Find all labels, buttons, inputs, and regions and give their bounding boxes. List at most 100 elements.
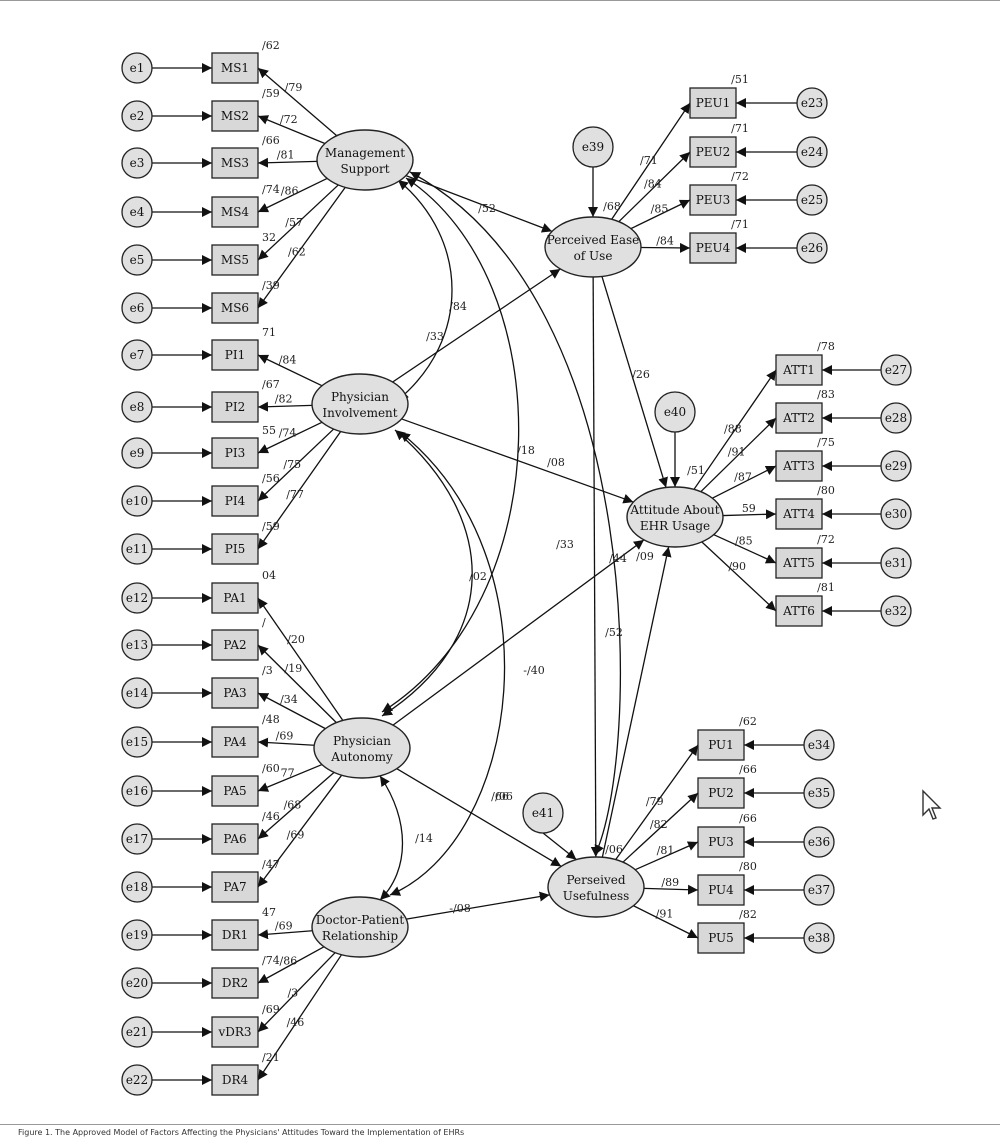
indicator-box-PA3: [211, 677, 259, 709]
loading-label-PI1: /84: [279, 353, 297, 366]
loading-arrow-ATT4: [722, 509, 777, 520]
r2-label-PEU2: /71: [731, 122, 749, 135]
indicator-label-ATT1: ATT1: [782, 363, 815, 377]
error-term-e19: [121, 919, 153, 951]
error-term-e13: [121, 629, 153, 661]
loading-arrow-MS6: [257, 186, 346, 309]
indicator-box-PEU3: [689, 184, 737, 216]
cov-pa-dr-label: /14: [415, 832, 433, 845]
error-label-e21: e21: [126, 1025, 148, 1039]
cov-pi-dr-label: -/40: [523, 664, 544, 677]
r2-label-PU1: /62: [739, 715, 757, 728]
error-term-e23: [796, 87, 828, 119]
loading-label-PI3: /74: [279, 427, 297, 440]
loading-arrow-PA1: [257, 597, 344, 721]
error-label-e26: e26: [801, 241, 823, 255]
loading-arrow-PEU2: [618, 151, 691, 223]
path-pi-peu-label: /33: [426, 330, 444, 343]
loading-label-PU4: /89: [661, 876, 679, 889]
path-peu-pu-label: /52: [605, 626, 623, 639]
indicator-box-PU3: [697, 826, 745, 858]
path-pi-peu: [392, 268, 561, 383]
latent-label-PU-line1: Perseived: [566, 873, 625, 887]
caption-rule: [0, 1124, 1000, 1125]
latent-label-ATT-line1: Attitude About: [629, 503, 719, 517]
loading-arrow-vDR3: [257, 952, 336, 1033]
indicator-label-PA4: PA4: [223, 735, 247, 749]
indicator-label-ATT4: ATT4: [782, 507, 815, 521]
indicator-label-DR1: DR1: [222, 928, 248, 942]
loading-label-ATT2: /91: [728, 446, 746, 459]
error-term-e5: [121, 244, 153, 276]
latent-MS: [316, 129, 414, 191]
indicator-box-PI1: [211, 339, 259, 371]
error-label-e20: e20: [126, 976, 148, 990]
r2-label-MS4: /74: [262, 183, 280, 196]
indicator-label-PA6: PA6: [223, 832, 246, 846]
disturbance-arrow-e41: [542, 832, 577, 861]
path-pa-pu-label: /06: [495, 790, 513, 803]
error-term-e20: [121, 967, 153, 999]
error-label-e30: e30: [885, 507, 907, 521]
latent-DR: [311, 896, 409, 958]
indicator-box-PI4: [211, 485, 259, 517]
indicator-box-PA5: [211, 775, 259, 807]
indicator-label-PI2: PI2: [225, 400, 245, 414]
r2-label-MS2: /59: [262, 87, 280, 100]
error-term-e37: [803, 874, 835, 906]
indicator-label-PI4: PI4: [225, 494, 246, 508]
loading-label-PA4: /69: [276, 729, 294, 742]
r2-label-MS5: 32: [262, 231, 276, 244]
r2-label-PEU1: /51: [731, 73, 749, 86]
error-term-e36: [803, 826, 835, 858]
indicator-label-PU2: PU2: [708, 786, 734, 800]
indicator-label-PI5: PI5: [225, 542, 245, 556]
path-pu-att: [601, 546, 672, 858]
error-label-e6: e6: [130, 301, 145, 315]
indicator-label-MS5: MS5: [221, 253, 249, 267]
loading-label-ATT3: /87: [734, 471, 752, 484]
error-term-e4: [121, 196, 153, 228]
disturbance-e40: [654, 391, 696, 433]
cov-pi-pa-label: /02: [469, 570, 487, 583]
loading-arrow-MS5: [257, 184, 339, 261]
error-label-e17: e17: [126, 832, 148, 846]
loading-label-PA5: 77: [281, 766, 295, 779]
loading-arrow-MS4: [257, 177, 328, 213]
error-label-e18: e18: [126, 880, 148, 894]
loading-label-MS5: /57: [285, 216, 303, 229]
indicator-box-PU2: [697, 777, 745, 809]
error-term-e26: [796, 232, 828, 264]
indicator-box-ATT5: [775, 547, 823, 579]
latent-PU: [547, 856, 645, 918]
loading-label-PI2: /82: [275, 392, 293, 405]
r2-label-PA2: /: [262, 616, 266, 629]
error-label-e34: e34: [808, 738, 831, 752]
error-term-e16: [121, 775, 153, 807]
cov-pi-dr: [389, 431, 506, 896]
cov-pi-pa: [381, 429, 473, 717]
r2-label-PU3: /66: [739, 812, 757, 825]
indicator-label-MS4: MS4: [221, 205, 250, 219]
path-peu-pu: [590, 276, 601, 858]
error-term-e28: [880, 402, 912, 434]
cov-ms-pi: [397, 179, 453, 401]
cov-ms-pu: [409, 171, 622, 856]
error-term-e6: [121, 292, 153, 324]
error-label-e4: e4: [130, 205, 145, 219]
disturbance-e41: [522, 792, 564, 834]
error-label-e28: e28: [885, 411, 907, 425]
loading-arrow-MS3: [257, 157, 318, 168]
indicator-label-PI3: PI3: [225, 446, 245, 460]
r2-label-ATT6: /81: [817, 581, 835, 594]
error-label-e32: e32: [885, 604, 907, 618]
latent-label-PA-line1: Physician: [333, 734, 391, 748]
edges-layer: [152, 63, 881, 1085]
indicator-label-PU5: PU5: [708, 931, 734, 945]
latent-PA: [313, 717, 411, 779]
indicator-box-MS4: [211, 196, 259, 228]
disturbance-e39: [572, 126, 614, 168]
indicator-label-PU1: PU1: [708, 738, 734, 752]
indicator-label-PEU3: PEU3: [696, 193, 731, 207]
